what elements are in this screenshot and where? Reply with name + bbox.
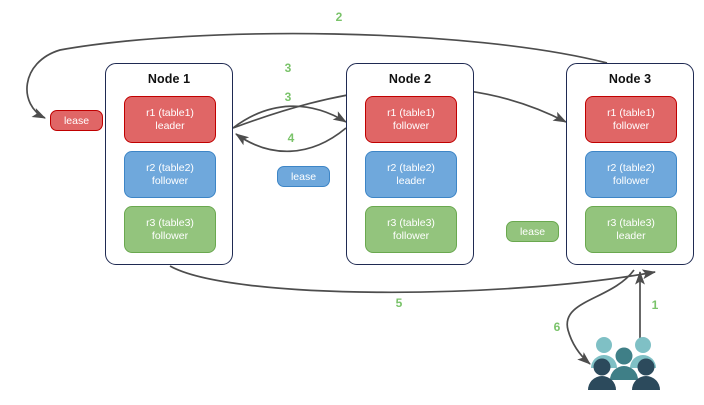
node-title: Node 3 bbox=[608, 72, 652, 86]
replica-n2-r1[interactable]: r1 (table1) follower bbox=[365, 96, 457, 143]
replica-name: r2 (table2) bbox=[387, 161, 435, 174]
node-container-1[interactable]: Node 1 r1 (table1) leader r2 (table2) fo… bbox=[105, 63, 233, 265]
replica-role: follower bbox=[392, 229, 430, 242]
replica-n1-r2[interactable]: r2 (table2) follower bbox=[124, 151, 216, 198]
replica-n2-r2[interactable]: r2 (table2) leader bbox=[365, 151, 457, 198]
replica-role: leader bbox=[616, 229, 646, 242]
replica-name: r3 (table3) bbox=[146, 216, 194, 229]
replica-name: r3 (table3) bbox=[607, 216, 655, 229]
replica-name: r2 (table2) bbox=[146, 161, 194, 174]
node-title: Node 1 bbox=[147, 72, 191, 86]
step-label-3-lower: 3 bbox=[284, 90, 292, 104]
arrow-step-3-to-node2 bbox=[232, 105, 347, 129]
arrow-step-5 bbox=[169, 265, 657, 294]
replica-role: follower bbox=[392, 119, 430, 132]
replica-role: follower bbox=[612, 174, 650, 187]
replica-n1-r1[interactable]: r1 (table1) leader bbox=[124, 96, 216, 143]
replica-name: r1 (table1) bbox=[146, 106, 194, 119]
step-label-1: 1 bbox=[651, 298, 659, 312]
lease-badge-green[interactable]: lease bbox=[506, 221, 559, 242]
node-container-3[interactable]: Node 3 r1 (table1) follower r2 (table2) … bbox=[566, 63, 694, 265]
replica-name: r1 (table1) bbox=[607, 106, 655, 119]
replica-n3-r2[interactable]: r2 (table2) follower bbox=[585, 151, 677, 198]
lease-badge-red[interactable]: lease bbox=[50, 110, 103, 131]
step-label-4: 4 bbox=[287, 131, 295, 145]
step-label-6: 6 bbox=[553, 320, 561, 334]
replica-name: r1 (table1) bbox=[387, 106, 435, 119]
replica-n2-r3[interactable]: r3 (table3) follower bbox=[365, 206, 457, 253]
replica-role: follower bbox=[612, 119, 650, 132]
lease-label: lease bbox=[63, 114, 90, 127]
replica-role: leader bbox=[155, 119, 185, 132]
step-label-2: 2 bbox=[335, 10, 343, 24]
lease-label: lease bbox=[290, 170, 317, 183]
replica-n1-r3[interactable]: r3 (table3) follower bbox=[124, 206, 216, 253]
lease-badge-blue[interactable]: lease bbox=[277, 166, 330, 187]
node-title: Node 2 bbox=[388, 72, 432, 86]
replica-n3-r1[interactable]: r1 (table1) follower bbox=[585, 96, 677, 143]
replica-n3-r3[interactable]: r3 (table3) leader bbox=[585, 206, 677, 253]
replica-role: follower bbox=[151, 229, 189, 242]
users-icon[interactable] bbox=[587, 334, 663, 390]
lease-label: lease bbox=[519, 225, 546, 238]
step-label-3-upper: 3 bbox=[284, 61, 292, 75]
replica-name: r2 (table2) bbox=[607, 161, 655, 174]
replica-role: follower bbox=[151, 174, 189, 187]
replica-name: r3 (table3) bbox=[387, 216, 435, 229]
node-container-2[interactable]: Node 2 r1 (table1) follower r2 (table2) … bbox=[346, 63, 474, 265]
replica-role: leader bbox=[396, 174, 426, 187]
step-label-5: 5 bbox=[395, 296, 403, 310]
